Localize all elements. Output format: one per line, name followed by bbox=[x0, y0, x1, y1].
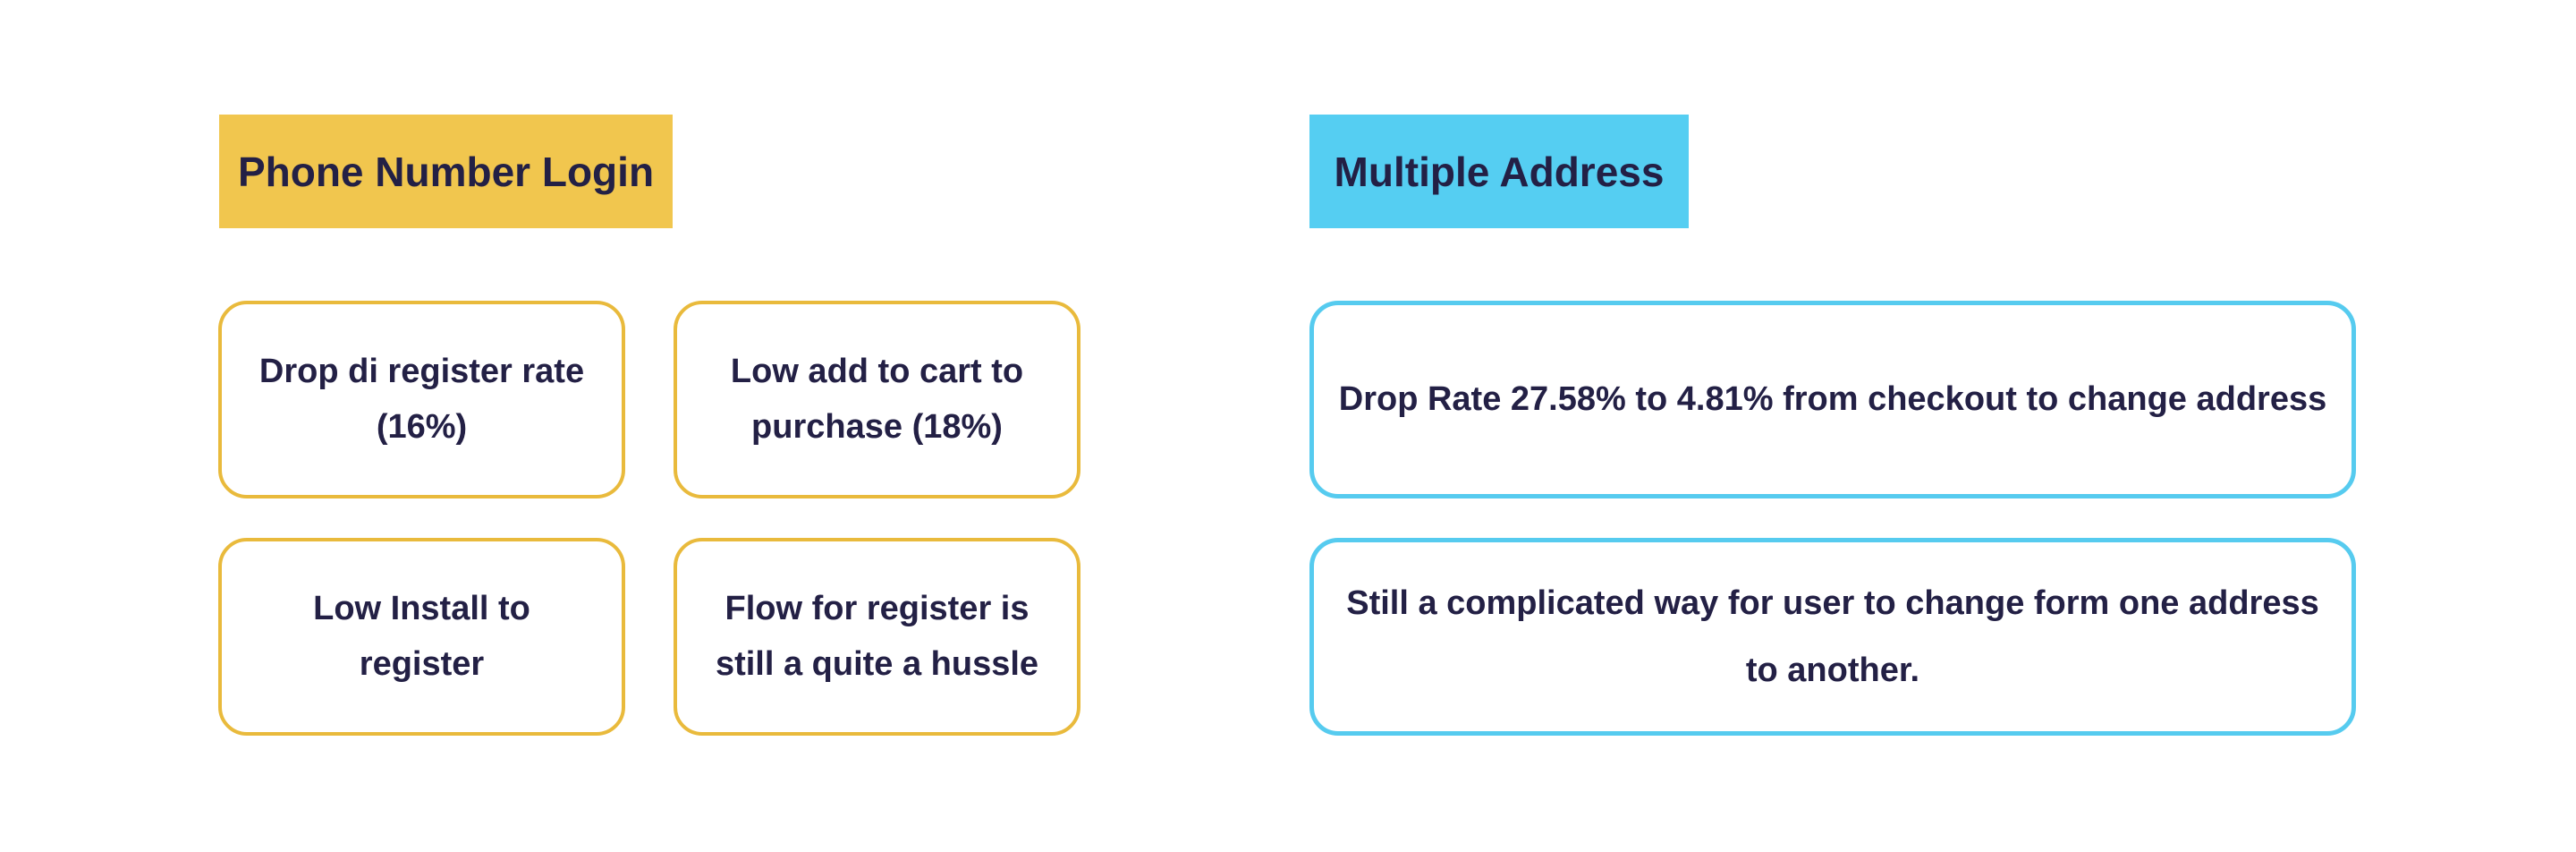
sticky-card-drop-rate-checkout[interactable]: Drop Rate 27.58% to 4.81% from checkout … bbox=[1309, 301, 2356, 498]
section-header-label: Phone Number Login bbox=[237, 148, 655, 195]
card-text: Drop di register rate (16%) bbox=[258, 352, 585, 446]
sticky-card-low-install-to-register[interactable]: Low Install to register bbox=[218, 538, 625, 736]
card-text: Low Install to register bbox=[313, 589, 530, 683]
card-text: Drop Rate 27.58% to 4.81% from checkout … bbox=[1338, 380, 2327, 419]
section-header-label: Multiple Address bbox=[1334, 148, 1665, 195]
sticky-card-complicated-address-change[interactable]: Still a complicated way for user to chan… bbox=[1309, 538, 2356, 736]
section-header-phone-number-login[interactable]: Phone Number Login bbox=[219, 115, 673, 228]
sticky-card-low-add-to-cart[interactable]: Low add to cart to purchase (18%) bbox=[674, 301, 1080, 498]
sticky-card-drop-register-rate[interactable]: Drop di register rate (16%) bbox=[218, 301, 625, 498]
card-text: Flow for register is still a quite a hus… bbox=[715, 589, 1039, 683]
card-text: Low add to cart to purchase (18%) bbox=[730, 352, 1024, 446]
sticky-card-register-flow-hussle[interactable]: Flow for register is still a quite a hus… bbox=[674, 538, 1080, 736]
card-text: Still a complicated way for user to chan… bbox=[1346, 584, 2319, 689]
section-header-multiple-address[interactable]: Multiple Address bbox=[1309, 115, 1689, 228]
